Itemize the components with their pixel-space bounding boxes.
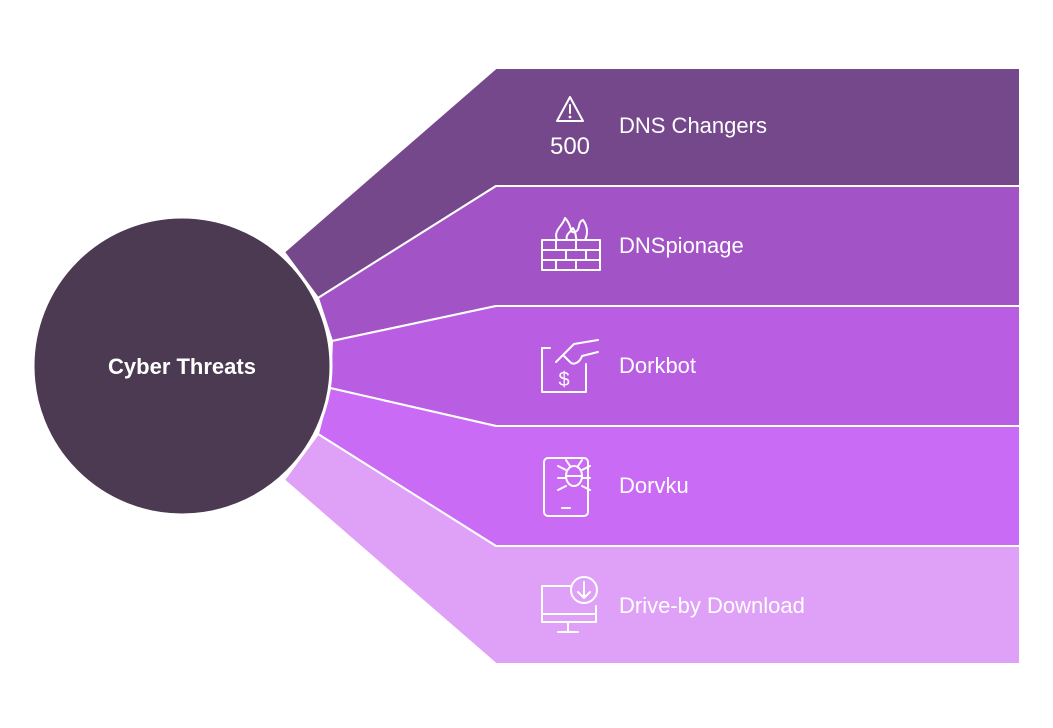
band-label: DNS Changers	[619, 113, 767, 138]
center-circle	[31, 215, 333, 517]
icon-500-text: 500	[550, 133, 590, 160]
band-dorkbot: $ Dorkbot	[329, 305, 1021, 427]
center-node: Cyber Threats	[31, 215, 333, 517]
warning-500-icon: 500	[550, 96, 590, 160]
tablet-bug-icon	[543, 457, 591, 517]
dollar-sign-text: $	[558, 369, 569, 391]
band-label: Dorvku	[619, 473, 689, 498]
band-label: DNSpionage	[619, 233, 744, 258]
band-label: Dorkbot	[619, 353, 696, 378]
hand-money-icon: $	[541, 339, 599, 393]
firewall-fire-icon	[541, 217, 601, 271]
band-drive-by-download: Drive-by Download	[283, 433, 1021, 665]
monitor-download-icon	[541, 576, 598, 633]
center-label: Cyber Threats	[108, 354, 256, 379]
band-label: Drive-by Download	[619, 593, 805, 618]
band-shape	[283, 433, 1021, 665]
